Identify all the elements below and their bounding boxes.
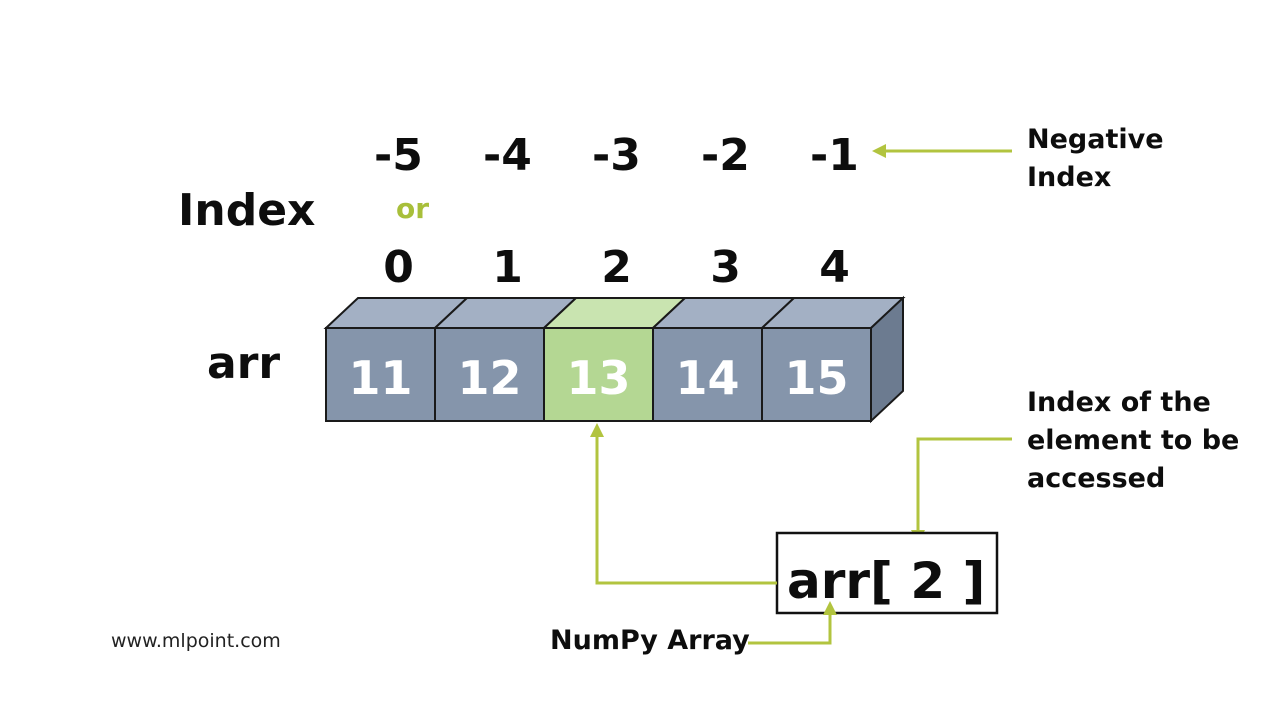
cell-front-face: [434, 327, 545, 422]
negative-index--2: -2: [701, 130, 750, 181]
code-expression-box: arr[ 2 ]: [775, 531, 999, 615]
access-note-line-1: Index of the: [1027, 387, 1211, 418]
array-cell-4: 15: [759, 297, 906, 422]
negative-index--1: -1: [810, 130, 859, 181]
code-box-border: [775, 531, 999, 615]
positive-index-2: 2: [601, 242, 632, 293]
negative-index--4: -4: [483, 130, 532, 181]
array-cell-2: 13: [541, 297, 688, 422]
code-expression: arr[ 2 ]: [787, 552, 985, 610]
numpy-annotation: NumPy Array: [550, 601, 837, 656]
cell-value: 13: [566, 351, 630, 405]
cell-value: 11: [348, 351, 412, 405]
positive-index-0: 0: [383, 242, 414, 293]
positive-index-1: 1: [492, 242, 523, 293]
cell-value: 12: [457, 351, 521, 405]
negative-index--5: -5: [374, 130, 423, 181]
access-result-arrow: [590, 423, 777, 585]
positive-index-row: 0 1 2 3 4: [383, 242, 850, 293]
array-cell-0: 11: [323, 297, 470, 422]
result-arrowhead: [590, 423, 604, 437]
cell-front-face: [543, 327, 654, 422]
numpy-arrow-line: [748, 614, 832, 645]
numpy-array-label: NumPy Array: [550, 625, 750, 656]
negative-note-line-2: Index: [1027, 162, 1111, 193]
access-note-line-2: element to be: [1027, 425, 1239, 456]
negative-index-row: -5 -4 -3 -2 -1: [374, 130, 859, 181]
website-url: www.mlpoint.com: [111, 630, 281, 652]
negative-index-annotation: Negative Index: [872, 124, 1164, 193]
cell-front-face: [325, 327, 436, 422]
access-arrow-line: [916, 437, 1012, 530]
positive-index-4: 4: [819, 242, 850, 293]
positive-index-3: 3: [710, 242, 741, 293]
arr-label: arr: [207, 338, 280, 389]
negative-note-line-1: Negative: [1027, 124, 1164, 155]
numpy-arrowhead: [823, 601, 837, 615]
result-arrow-line: [595, 436, 777, 585]
cell-value: 15: [784, 351, 848, 405]
access-note-line-3: accessed: [1027, 463, 1165, 494]
or-label: or: [396, 192, 429, 225]
array-cell-1: 12: [432, 297, 579, 422]
array-cells: 11 12 13 14 15: [323, 295, 906, 424]
access-annotation: Index of the element to be accessed: [911, 387, 1239, 544]
array-side-face: [870, 295, 904, 424]
negative-index-arrowhead: [872, 144, 886, 158]
index-label: Index: [178, 185, 315, 236]
cell-front-face: [761, 327, 872, 422]
cell-front-face: [652, 327, 763, 422]
array-cell-3: 14: [650, 297, 797, 422]
cell-value: 14: [675, 351, 739, 405]
negative-index--3: -3: [592, 130, 641, 181]
